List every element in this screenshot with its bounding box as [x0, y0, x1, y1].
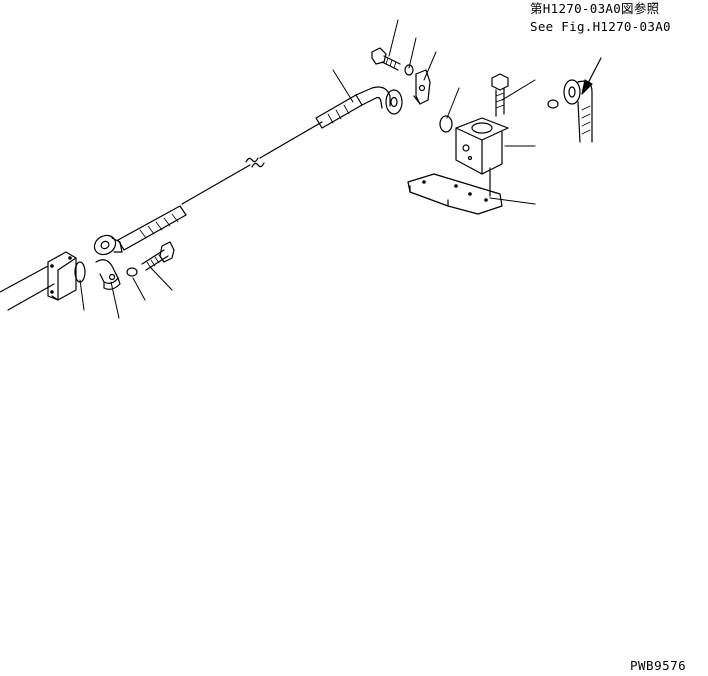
o-ring-icon [548, 100, 558, 108]
split-flange-icon [96, 260, 120, 290]
bolt-icon [492, 74, 508, 116]
hose-assembly [91, 87, 402, 258]
figure-reference-en: See Fig.H1270-03A0 [530, 19, 671, 34]
o-ring-icon [75, 262, 85, 282]
figure-reference-jp: 第H1270-03A0図参照 [530, 1, 660, 16]
bolt-icon [372, 48, 400, 70]
figure-reference-note: 第H1270-03A0図参照 See Fig.H1270-03A0 [530, 0, 671, 36]
o-ring-icon [440, 116, 452, 132]
pipe [0, 252, 76, 310]
drawing-code: PWB9576 [630, 658, 687, 673]
washer-icon [127, 268, 137, 276]
washer-icon [405, 65, 413, 75]
block-icon [456, 118, 508, 196]
bracket-plate-icon [408, 174, 502, 214]
leader-lines [80, 20, 535, 318]
bolt-icon [142, 242, 174, 270]
split-flange-icon [414, 70, 430, 104]
hose-icon [564, 80, 592, 142]
